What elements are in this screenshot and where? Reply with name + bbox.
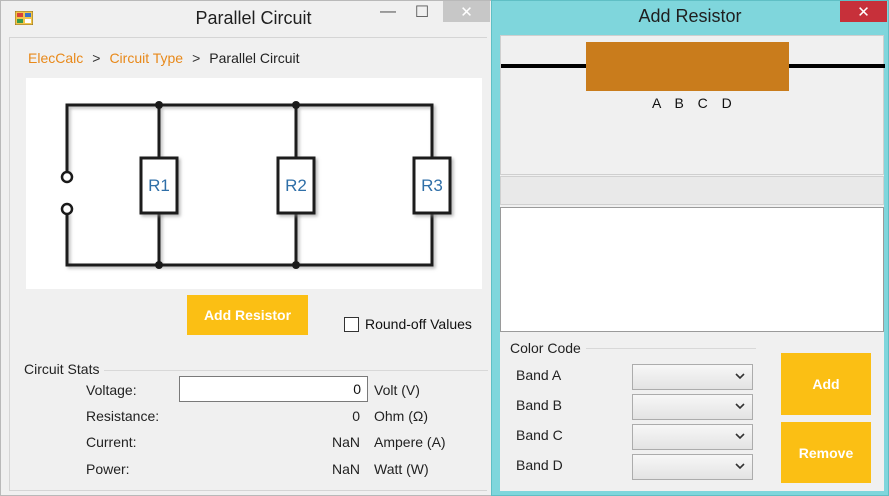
roundoff-checkbox[interactable]: Round-off Values xyxy=(344,316,472,332)
close-icon: ✕ xyxy=(460,3,473,21)
chevron-down-icon xyxy=(735,463,745,470)
resistor-label-r3: R3 xyxy=(421,176,443,195)
maximize-button[interactable]: ☐ xyxy=(405,1,439,23)
window-title: Parallel Circuit xyxy=(195,8,312,28)
resistor-blocks xyxy=(139,156,452,215)
resistor-label-r2: R2 xyxy=(285,176,307,195)
group-divider xyxy=(104,370,488,371)
title-bar: Parallel Circuit — ☐ ✕ xyxy=(1,1,491,35)
circuit-junctions xyxy=(155,101,300,269)
minimize-icon: — xyxy=(380,3,396,20)
breadcrumb-separator: > xyxy=(192,50,201,66)
resistor-r1 xyxy=(139,156,179,215)
resistor-r3 xyxy=(412,156,452,215)
resistor-list-area[interactable] xyxy=(500,207,884,332)
band-a-select[interactable] xyxy=(632,364,753,390)
parallel-circuit-window: Parallel Circuit — ☐ ✕ ElecCalc > Circuit … xyxy=(0,0,492,496)
circuit-terminals xyxy=(60,170,74,216)
circuit-diagram: R1 R2 R3 xyxy=(26,78,482,289)
power-value: NaN xyxy=(331,461,360,477)
resistor-body xyxy=(586,42,789,91)
remove-button[interactable]: Remove xyxy=(781,422,871,483)
close-icon: ✕ xyxy=(857,3,870,21)
chevron-down-icon xyxy=(735,433,745,440)
parallel-circuit-schematic: R1 R2 R3 xyxy=(60,101,452,269)
current-value: NaN xyxy=(331,434,360,450)
dialog-close-button[interactable]: ✕ xyxy=(840,1,887,22)
group-divider xyxy=(586,348,756,349)
app-icon xyxy=(15,11,33,25)
voltage-input[interactable] xyxy=(179,376,368,402)
band-d-label: Band D xyxy=(516,457,563,473)
color-code-group: Color Code Band A Band B Band C Band D xyxy=(500,338,884,491)
maximize-icon: ☐ xyxy=(414,4,430,21)
checkbox-box[interactable] xyxy=(344,316,359,332)
band-b-select[interactable] xyxy=(632,394,753,420)
main-content-panel: ElecCalc > Circuit Type > Parallel Circuit xyxy=(9,37,488,491)
dialog-body: A B C D Color Code Band A Band B Band C … xyxy=(500,35,885,491)
minimize-button[interactable]: — xyxy=(371,1,405,23)
resistance-unit: Ohm (Ω) xyxy=(374,408,429,424)
breadcrumb-eleccalc[interactable]: ElecCalc xyxy=(28,50,84,66)
color-code-title: Color Code xyxy=(510,340,581,356)
voltage-label: Voltage: xyxy=(86,382,137,398)
resistor-label-r1: R1 xyxy=(148,176,170,195)
circuit-stats-group: Circuit Stats Voltage: Volt (V) Resistan… xyxy=(16,361,488,491)
close-button[interactable]: ✕ xyxy=(443,1,490,22)
resistor-preview: A B C D xyxy=(500,35,885,175)
band-letters: A B C D xyxy=(652,95,737,111)
resistance-label: Resistance: xyxy=(86,408,160,424)
chevron-down-icon xyxy=(735,403,745,410)
band-a-label: Band A xyxy=(516,367,562,383)
current-label: Current: xyxy=(86,434,137,450)
band-b-label: Band B xyxy=(516,397,562,413)
resistance-readout-bar xyxy=(500,176,884,205)
add-resistor-dialog: Add Resistor ✕ A B C D Color Code Band A… xyxy=(491,0,889,496)
breadcrumb: ElecCalc > Circuit Type > Parallel Circuit xyxy=(28,50,300,66)
resistance-value: 0 xyxy=(352,408,360,424)
current-unit: Ampere (A) xyxy=(374,434,446,450)
roundoff-label: Round-off Values xyxy=(365,316,472,332)
breadcrumb-current: Parallel Circuit xyxy=(209,50,300,66)
circuit-stats-title: Circuit Stats xyxy=(24,361,100,377)
voltage-unit: Volt (V) xyxy=(374,382,420,398)
chevron-down-icon xyxy=(735,373,745,380)
circuit-wires xyxy=(65,103,434,267)
power-label: Power: xyxy=(86,461,130,477)
add-resistor-button[interactable]: Add Resistor xyxy=(187,295,308,335)
band-c-select[interactable] xyxy=(632,424,753,450)
resistor-r2 xyxy=(276,156,316,215)
breadcrumb-separator: > xyxy=(92,50,101,66)
power-unit: Watt (W) xyxy=(374,461,429,477)
band-c-label: Band C xyxy=(516,427,563,443)
add-button[interactable]: Add xyxy=(781,353,871,415)
breadcrumb-circuit-type[interactable]: Circuit Type xyxy=(109,50,184,66)
dialog-title: Add Resistor xyxy=(638,6,742,26)
band-d-select[interactable] xyxy=(632,454,753,480)
